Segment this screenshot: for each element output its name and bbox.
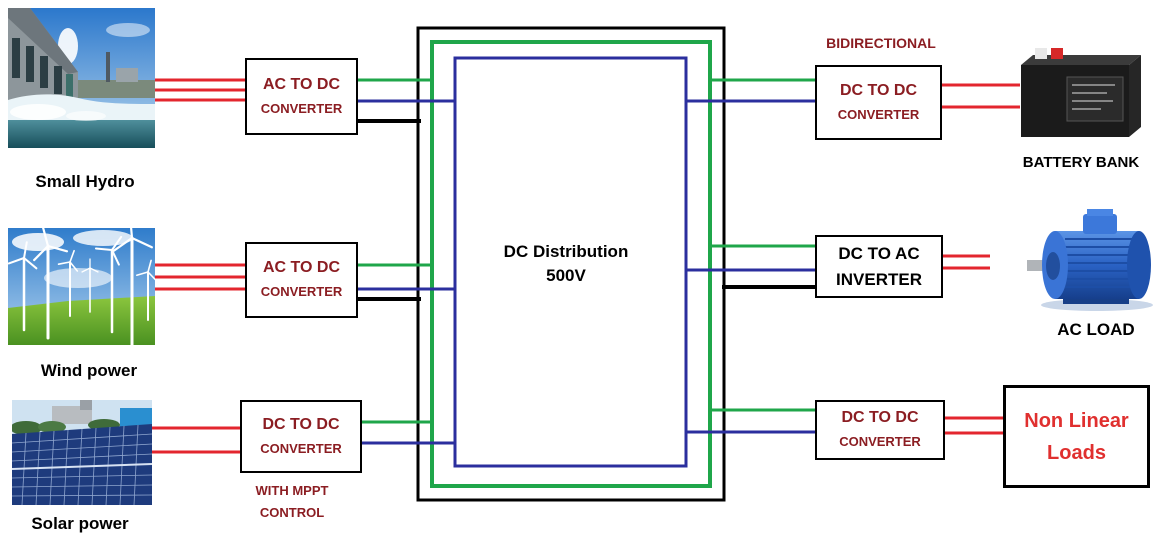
converter-word: CONVERTER — [261, 97, 343, 121]
inverter-word: INVERTER — [836, 267, 922, 293]
mppt-note-line-2: CONTROL — [242, 504, 342, 522]
converter-word: CONVERTER — [261, 280, 343, 304]
nonlinear-loads-box: Non Linear Loads — [1003, 385, 1150, 488]
nonlinear-loads-line-2: Loads — [1047, 437, 1106, 469]
hydro-plant-photo — [8, 8, 155, 148]
converter-type: DC TO DC — [840, 79, 917, 103]
nonlinear-loads-line-1: Non Linear — [1024, 405, 1128, 437]
battery-bank-label: BATTERY BANK — [1011, 153, 1151, 173]
hydro-ac-dc-converter: AC TO DC CONVERTER — [245, 58, 358, 135]
wind-turbines-photo — [8, 228, 155, 345]
electric-motor-image — [1025, 205, 1155, 312]
nonlinear-dc-dc-converter: DC TO DC CONVERTER — [815, 400, 945, 460]
dc-distribution-label: DC Distribution 500V — [450, 240, 682, 288]
battery-dc-dc-converter: DC TO DC CONVERTER — [815, 65, 942, 140]
source-label-wind: Wind power — [14, 361, 164, 381]
source-label-solar: Solar power — [5, 514, 155, 534]
mppt-note-line-1: WITH MPPT — [242, 482, 342, 500]
dc-distribution-title: DC Distribution — [450, 240, 682, 264]
source-label-hydro: Small Hydro — [10, 172, 160, 192]
battery-image — [1015, 45, 1145, 140]
converter-word: CONVERTER — [260, 437, 342, 461]
wind-ac-dc-converter: AC TO DC CONVERTER — [245, 242, 358, 318]
solar-dc-dc-converter: DC TO DC CONVERTER — [240, 400, 362, 473]
converter-word: CONVERTER — [838, 103, 920, 127]
dc-ac-inverter: DC TO AC INVERTER — [815, 235, 943, 298]
dc-distribution-voltage: 500V — [450, 264, 682, 288]
bidirectional-note: BIDIRECTIONAL — [811, 34, 951, 52]
converter-type: DC TO DC — [841, 406, 918, 430]
converter-type: AC TO DC — [263, 256, 340, 280]
ac-load-label: AC LOAD — [1041, 320, 1151, 340]
converter-word: CONVERTER — [839, 430, 921, 454]
converter-type: DC TO DC — [262, 413, 339, 437]
inverter-type: DC TO AC — [838, 241, 919, 267]
solar-panels-photo — [12, 400, 152, 505]
converter-type: AC TO DC — [263, 73, 340, 97]
